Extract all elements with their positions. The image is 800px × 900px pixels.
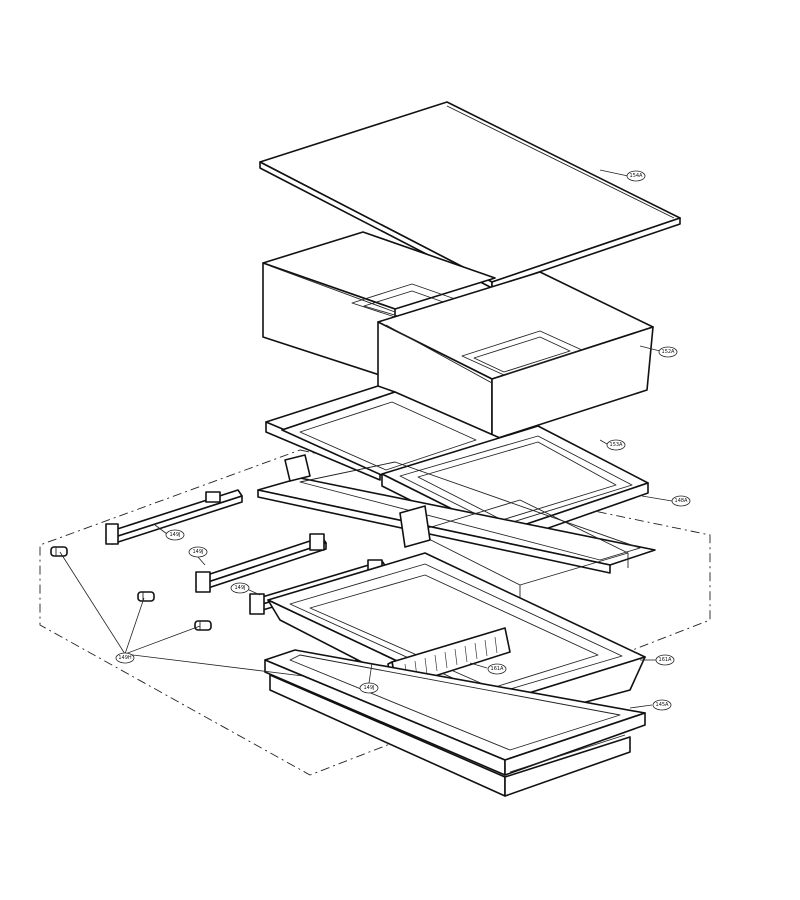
svg-text:148A: 148A — [675, 498, 689, 504]
leader-lines — [59, 169, 673, 709]
svg-text:153A: 153A — [610, 442, 624, 448]
callout-divider: 161A — [487, 663, 507, 675]
callout-crisper-drawer: 152A — [658, 346, 678, 358]
pan-frame — [264, 649, 646, 797]
rail-mid-left — [195, 533, 327, 593]
callout-drawer-cover: 153A — [606, 439, 626, 451]
callout-cover-frame: 148A — [671, 495, 691, 507]
svg-text:149J: 149J — [192, 549, 203, 555]
roller-2 — [137, 591, 155, 602]
crisper-drawer-right — [377, 271, 654, 441]
svg-text:149J: 149J — [363, 685, 374, 691]
cover-frame — [257, 454, 656, 605]
roller-3 — [194, 620, 212, 631]
svg-text:145A: 145A — [656, 702, 670, 708]
callout-pan-drawer: 161A — [655, 654, 675, 666]
svg-text:149J: 149J — [169, 532, 180, 538]
callout-pan-frame: 145A — [652, 699, 672, 711]
roller-1 — [50, 546, 68, 557]
svg-text:149H: 149H — [118, 655, 132, 661]
callout-glass-shelf: 154A — [626, 170, 646, 182]
rail-upper-left — [105, 489, 243, 545]
callout-rail-mid-left: 149J — [188, 546, 208, 558]
svg-text:149J: 149J — [234, 585, 245, 591]
callout-rail-upper-left: 149J — [165, 529, 185, 541]
svg-text:152A: 152A — [662, 349, 676, 355]
callout-rail-left: 149J — [230, 582, 250, 594]
assembly-boundary — [39, 449, 711, 776]
svg-text:161A: 161A — [491, 666, 505, 672]
svg-text:161A: 161A — [659, 657, 673, 663]
svg-text:154A: 154A — [630, 173, 644, 179]
callout-roller: 149H — [115, 652, 135, 664]
callout-rail-front: 149J — [359, 682, 379, 694]
